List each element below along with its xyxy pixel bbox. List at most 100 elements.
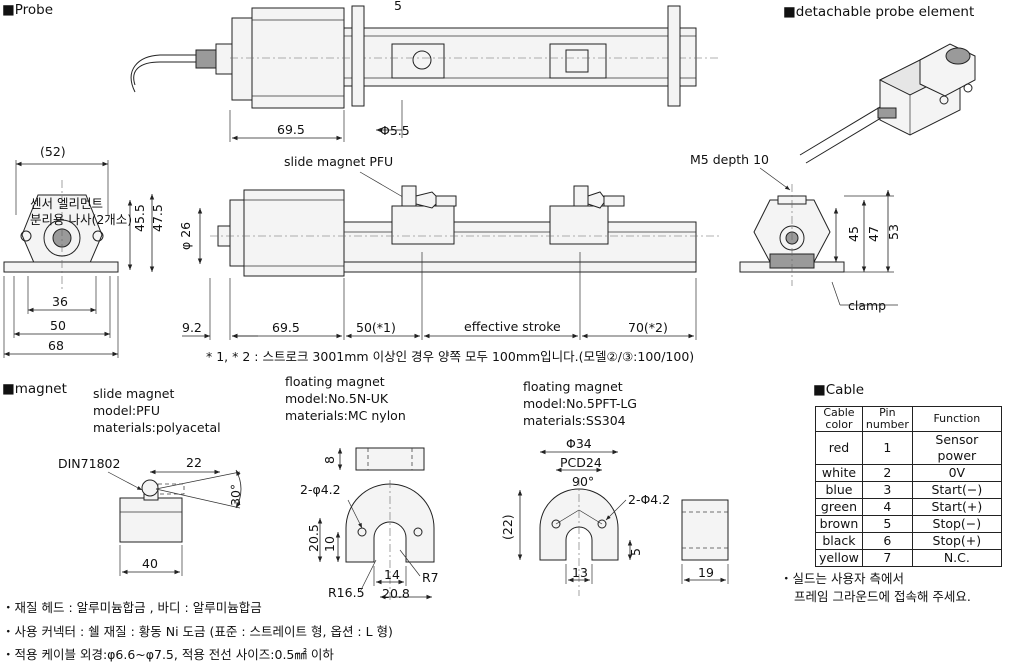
pfu-materials: materials:polyacetal: [93, 420, 221, 435]
cell: green: [815, 498, 863, 516]
dim-69-5-side: 69.5: [272, 320, 300, 335]
section-magnet: ■magnet: [2, 381, 67, 397]
dim-45: 45: [846, 226, 861, 242]
uk-dim-20-8: 20.8: [382, 586, 410, 601]
cell: 4: [861, 498, 913, 516]
lg-dim-19: 19: [698, 565, 714, 580]
uk-model: model:No.5N-UK: [285, 391, 389, 406]
cell: 2: [861, 464, 913, 482]
pfu-dim-40: 40: [142, 556, 158, 571]
cell: 5: [861, 515, 913, 533]
dim-47-5: 47.5: [150, 204, 165, 232]
dim-36: 36: [52, 294, 68, 309]
magnet-pfu: slide magnet model:PFU materials:polyace…: [58, 386, 243, 576]
pfu-title: slide magnet: [93, 386, 174, 401]
dim-70-star2: 70(*2): [628, 320, 668, 335]
uk-holes: 2-φ4.2: [300, 482, 341, 497]
bottom-note-2: ・사용 커넥터 : 쉘 재질 : 황동 Ni 도금 (표준 : 스트레이트 형,…: [2, 624, 393, 639]
pfu-dim-22: 22: [186, 455, 202, 470]
dim-69-5-top: 69.5: [277, 122, 305, 137]
cell: black: [815, 532, 863, 550]
cell: 1: [861, 431, 913, 465]
dim-45-5: 45.5: [132, 204, 147, 232]
cable-note-2: 프레임 그라운드에 접속해 주세요.: [794, 589, 971, 604]
lg-materials: materials:SS304: [523, 413, 626, 428]
pfu-model: model:PFU: [93, 403, 160, 418]
uk-dim-14: 14: [384, 567, 400, 582]
cell: Start(+): [911, 498, 1002, 516]
lg-pcd: PCD24: [560, 455, 602, 470]
cell: Stop(+): [911, 532, 1002, 550]
cell: 0V: [911, 464, 1002, 482]
lg-dim-90: 90°: [572, 474, 594, 489]
uk-dim-10: 10: [322, 536, 337, 552]
cell: 6: [861, 532, 913, 550]
dim-50: 50: [50, 318, 66, 333]
lg-holes: 2-Φ4.2: [628, 492, 670, 507]
dim-52: (52): [40, 144, 66, 159]
probe-top-view: 69.5 Φ5.5 5: [130, 0, 720, 142]
probe-right-end-view: M5 depth 10 45 47 53 clamp: [690, 152, 901, 313]
cell: yellow: [815, 549, 863, 567]
cell: N.C.: [911, 549, 1002, 567]
uk-title: floating magnet: [285, 374, 385, 389]
dim-68: 68: [48, 338, 64, 353]
cell: red: [815, 431, 863, 465]
label-clamp: clamp: [848, 298, 886, 313]
magnet-5pft-lg: floating magnet model:No.5PFT-LG materia…: [500, 379, 729, 596]
section-cable: ■Cable: [813, 382, 864, 398]
bottom-note-3: ・적용 케이블 외경:φ6.6~φ7.5, 적용 전선 사이즈:0.5㎟ 이하: [2, 647, 334, 662]
magnet-5n-uk: floating magnet model:No.5N-UK materials…: [285, 374, 439, 601]
cable-note-1: ・실드는 사용자 측에서: [780, 571, 904, 586]
cell: 3: [861, 481, 913, 499]
dim-phi5-5: Φ5.5: [380, 123, 410, 138]
footnote: * 1, * 2 : 스트로크 3001mm 이상인 경우 양쪽 모두 100m…: [206, 349, 694, 364]
probe-side-view: slide magnet PFU φ 26 9.2 69.5 50(*1): [178, 154, 720, 364]
uk-r16-5: R16.5: [328, 585, 365, 600]
uk-dim-8: 8: [322, 456, 337, 464]
label-m5-depth: M5 depth 10: [690, 152, 769, 167]
cable-header-color: Cable color: [815, 406, 863, 432]
dim-50-star1: 50(*1): [356, 320, 396, 335]
lg-title: floating magnet: [523, 379, 623, 394]
dim-47: 47: [866, 226, 881, 242]
cell: Start(−): [911, 481, 1002, 499]
note-screw-line1: 센서 엘리먼트: [30, 196, 103, 211]
section-detachable: ■detachable probe element: [783, 4, 974, 20]
uk-dim-20-5: 20.5: [306, 524, 321, 552]
detachable-element-iso: [799, 43, 976, 164]
dim-9-2: 9.2: [182, 320, 202, 335]
dim-phi26: φ 26: [178, 222, 193, 250]
uk-materials: materials:MC nylon: [285, 408, 406, 423]
uk-r7: R7: [422, 570, 439, 585]
section-probe: ■Probe: [2, 2, 53, 18]
dim-53: 53: [886, 224, 901, 240]
label-slide-magnet: slide magnet PFU: [284, 154, 393, 169]
pfu-dim-30: 30°: [228, 484, 243, 506]
lg-model: model:No.5PFT-LG: [523, 396, 637, 411]
cell: blue: [815, 481, 863, 499]
cell: 7: [861, 549, 913, 567]
lg-dim-13: 13: [572, 565, 588, 580]
cell: Sensor power: [911, 431, 1002, 465]
cell: Stop(−): [911, 515, 1002, 533]
pfu-din: DIN71802: [58, 456, 120, 471]
cell: brown: [815, 515, 863, 533]
lg-dim-5: 5: [628, 548, 643, 556]
cell: white: [815, 464, 863, 482]
note-screw-line2: 분리용 나사(2개소): [30, 212, 132, 227]
probe-left-end-view: (52) 45.5 47.5 센서 엘리먼트 분리용 나사(2개소) 36 50…: [3, 144, 165, 358]
cable-header-function: Function: [911, 406, 1002, 432]
dim-5-top: 5: [394, 0, 402, 13]
bottom-note-1: ・재질 헤드 : 알루미늄합금 , 바디 : 알루미늄합금: [2, 600, 262, 615]
